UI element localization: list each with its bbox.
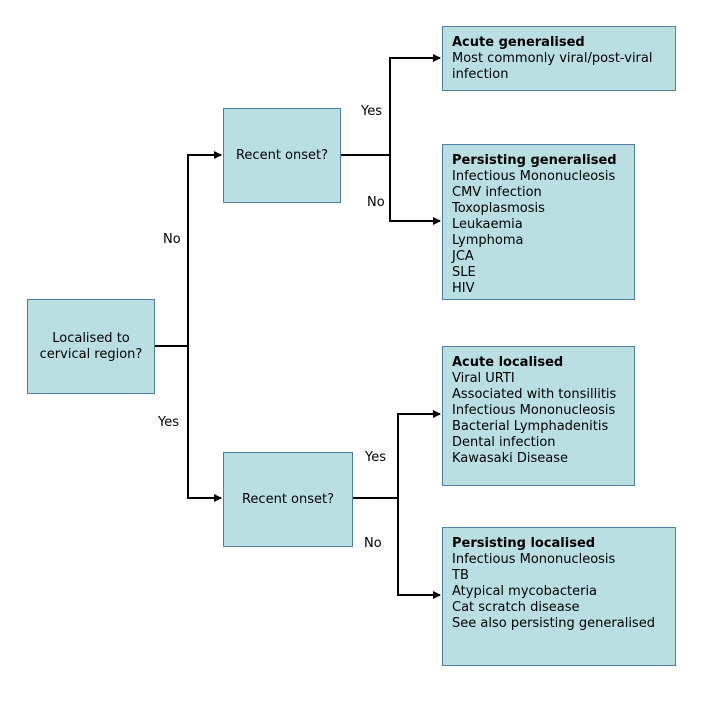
list-item: Lymphoma <box>452 233 524 248</box>
edge-label-top-no: No <box>367 195 385 210</box>
list-item: Most commonly viral/post-viral <box>452 51 653 66</box>
persisting-localised-title: Persisting localised <box>452 536 596 551</box>
edge-label-root-yes: Yes <box>158 415 179 430</box>
list-item: Viral URTI <box>452 371 515 386</box>
list-item: Associated with tonsillitis <box>452 387 617 402</box>
edge-top-yes <box>389 54 441 155</box>
edge-root-yes <box>187 346 222 502</box>
node-root-line-2: cervical region? <box>39 346 143 362</box>
node-recent-onset-bottom: Recent onset? <box>223 452 353 547</box>
edge-root-no <box>187 151 222 346</box>
list-item: Cat scratch disease <box>452 600 580 615</box>
list-item: Bacterial Lymphadenitis <box>452 419 609 434</box>
list-item: Dental infection <box>452 435 556 450</box>
list-item: See also persisting generalised <box>452 616 655 631</box>
list-item: Infectious Mononucleosis <box>452 552 616 567</box>
edge-bottom-yes <box>397 410 441 498</box>
node-persisting-generalised: Persisting generalised Infectious Mononu… <box>442 144 635 300</box>
node-localised-cervical: Localised to cervical region? <box>27 299 155 394</box>
list-item: Leukaemia <box>452 217 523 232</box>
node-recent-onset-top: Recent onset? <box>223 108 341 203</box>
acute-generalised-title: Acute generalised <box>452 35 585 50</box>
node-acute-localised: Acute localised Viral URTI Associated wi… <box>442 346 635 486</box>
list-item: Infectious Mononucleosis <box>452 403 616 418</box>
list-item: TB <box>452 568 469 583</box>
list-item: JCA <box>452 249 474 264</box>
list-item: infection <box>452 67 509 82</box>
edge-label-top-yes: Yes <box>361 104 382 119</box>
node-acute-generalised: Acute generalised Most commonly viral/po… <box>442 26 676 91</box>
edge-label-bottom-no: No <box>364 536 382 551</box>
edge-label-root-no: No <box>163 232 181 247</box>
list-item: SLE <box>452 265 476 280</box>
list-item: Toxoplasmosis <box>452 201 545 216</box>
node-root-line-1: Localised to <box>52 330 130 346</box>
node-recent-onset-top-label: Recent onset? <box>235 147 329 163</box>
list-item: CMV infection <box>452 185 542 200</box>
list-item: Infectious Mononucleosis <box>452 169 616 184</box>
node-recent-onset-bottom-label: Recent onset? <box>241 491 335 507</box>
node-persisting-localised: Persisting localised Infectious Mononucl… <box>442 527 676 666</box>
persisting-generalised-title: Persisting generalised <box>452 153 617 168</box>
list-item: Atypical mycobacteria <box>452 584 598 599</box>
edge-bottom-no <box>397 498 441 599</box>
edge-label-bottom-yes: Yes <box>365 450 386 465</box>
list-item: HIV <box>452 281 475 296</box>
edge-top-no <box>389 155 441 225</box>
list-item: Kawasaki Disease <box>452 451 569 466</box>
acute-localised-title: Acute localised <box>452 355 564 370</box>
